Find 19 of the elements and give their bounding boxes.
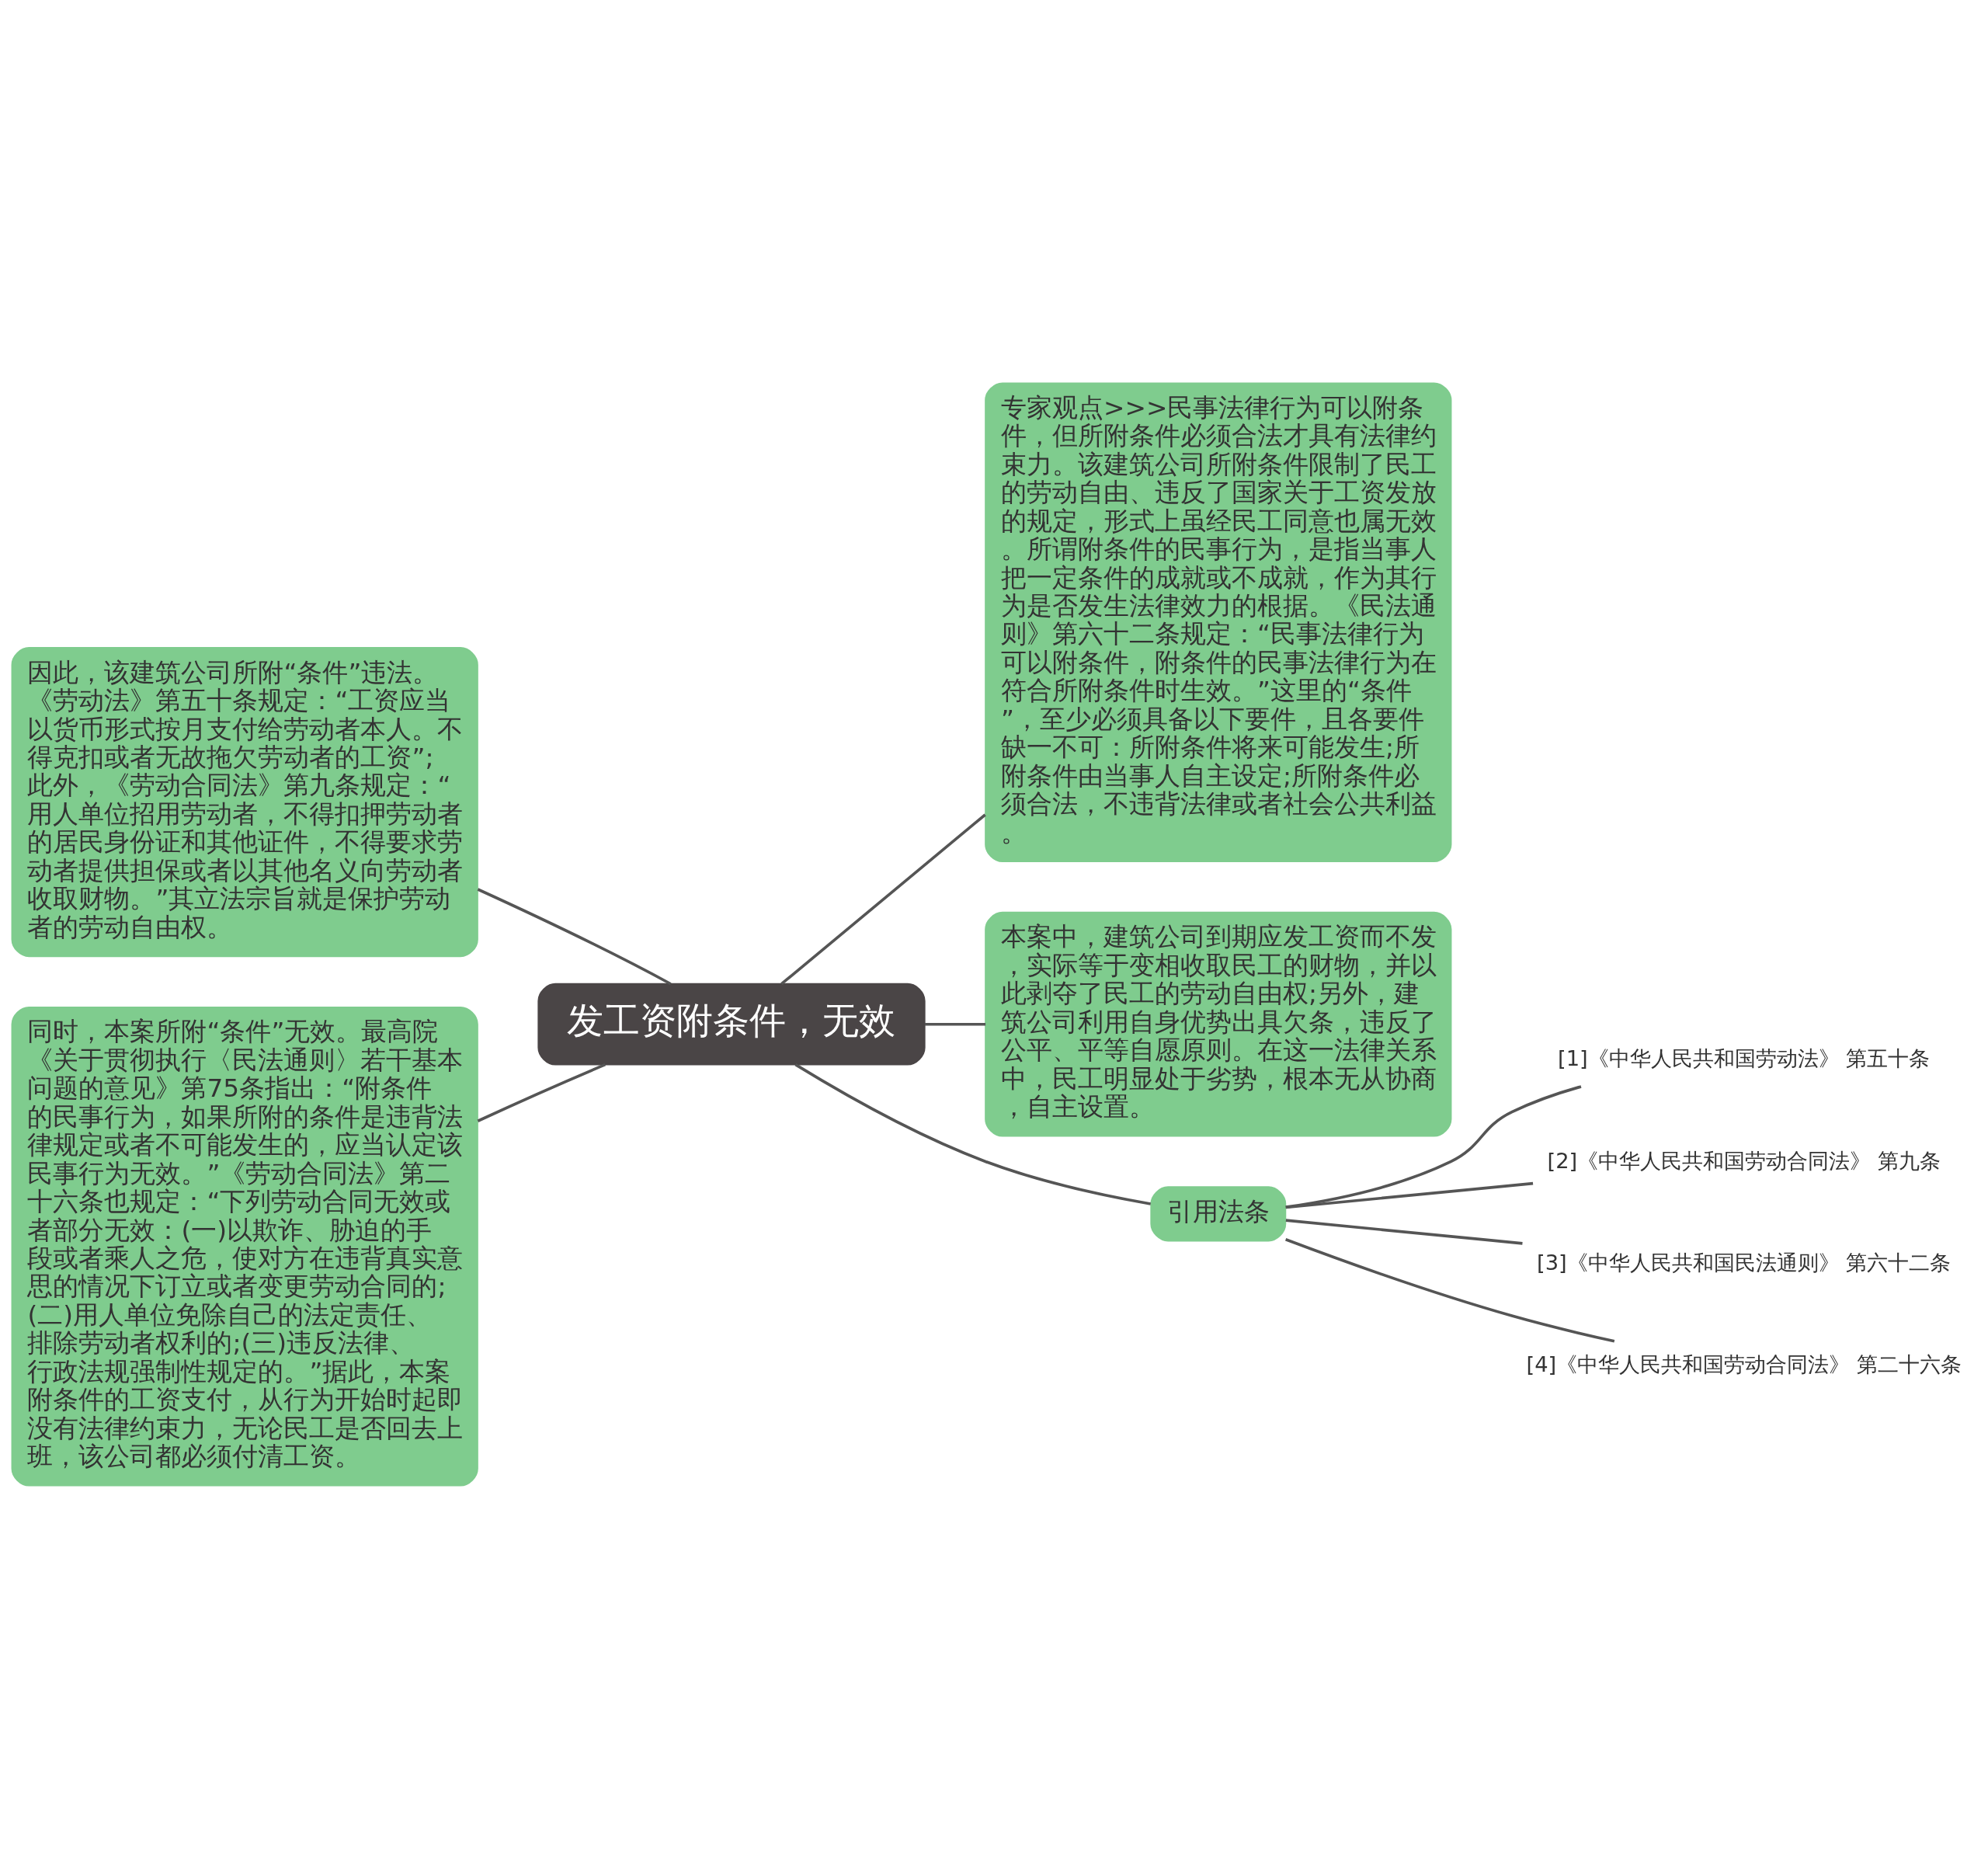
node-box: 专家观点>>>民事法律行为可以附条件，但所附条件必须合法才具有法律约束力。该建筑公司所附条件限制了民工的劳动自由、违反了国家关于工资发放的规定，形式上虽经民工同意也属无效。所谓附条件的民事行为，是指当事人把一定条件的成就或不成就，作为其行为是否发生法律效力的根据。《民法通则》第六十二条规定：“民事法律行为可以附条件，附条件的民事法律行为在符合所附条件时生效。”这里的“条件”，至少必须具备以下要件，且各要件缺一不可：所附条件将来可能发生;所附条件由当事人自主设定;所附条件必须合法，不违背法律或者社会公共利益。 bbox=[985, 381, 1452, 862]
connector bbox=[1285, 1181, 1534, 1209]
connector bbox=[780, 813, 986, 985]
connector bbox=[1285, 1084, 1582, 1209]
connector bbox=[925, 1022, 986, 1025]
connector bbox=[1285, 1218, 1523, 1245]
node-text: [4]《中华人民共和国劳动合同法》 第二十六条 bbox=[1526, 1351, 1962, 1376]
node-text: [1]《中华人民共和国劳动法》 第五十条 bbox=[1558, 1045, 1931, 1070]
connector bbox=[794, 1063, 1152, 1205]
node-text: [3]《中华人民共和国民法通则》 第六十二条 bbox=[1537, 1250, 1952, 1275]
node-box: 本案中，建筑公司到期应发工资而不发，实际等于变相收取民工的财物，并以此剥夺了民工的劳动自由权;另外，建筑公司利用自身优势出具欠条，违反了公平、平等自愿原则。在这一法律关系中，民工明显处于劣势，根本无从协商，自主设置。 bbox=[985, 911, 1452, 1137]
node-text: [2]《中华人民共和国劳动合同法》 第九条 bbox=[1547, 1148, 1941, 1173]
connector bbox=[1285, 1237, 1615, 1343]
node-box: 同时，本案所附“条件”无效。最高院《关于贯彻执行〈民法通则〉若干基本问题的意见》第75条指出：“附条件的民事行为，如果所附的条件是违背法律规定或者不可能发生的，应当认定该民事行为无效。”《劳动合同法》第二十六条也规定：“下列劳动合同无效或者部分无效：(一)以欺诈、胁迫的手段或者乘人之危，使对方在违背真实意思的情况下订立或者变更劳动合同的;(二)用人单位免除自己的法定责任、排除劳动者权利的;(三)违反法律、行政法规强制性规定的。”据此，本案附条件的工资支付，从行为开始时起即没有法律约束力，无论民工是否回去上班，该公司都必须付清工资。 bbox=[11, 1006, 478, 1487]
node-box: 发工资附条件，无效 bbox=[537, 983, 926, 1066]
connector bbox=[477, 887, 672, 985]
node-box: 引用法条 bbox=[1150, 1185, 1287, 1241]
connector bbox=[477, 1063, 606, 1122]
node-box: 因此，该建筑公司所附“条件”违法。《劳动法》第五十条规定：“工资应当以货币形式按月支付给劳动者本人。不得克扣或者无故拖欠劳动者的工资”;此外，《劳动合同法》第九条规定：“用人单位招用劳动者，不得扣押劳动者的居民身份证和其他证件，不得要求劳动者提供担保或者以其他名义向劳动者收取财物。”其立法宗旨就是保护劳动者的劳动自由权。 bbox=[11, 646, 478, 957]
